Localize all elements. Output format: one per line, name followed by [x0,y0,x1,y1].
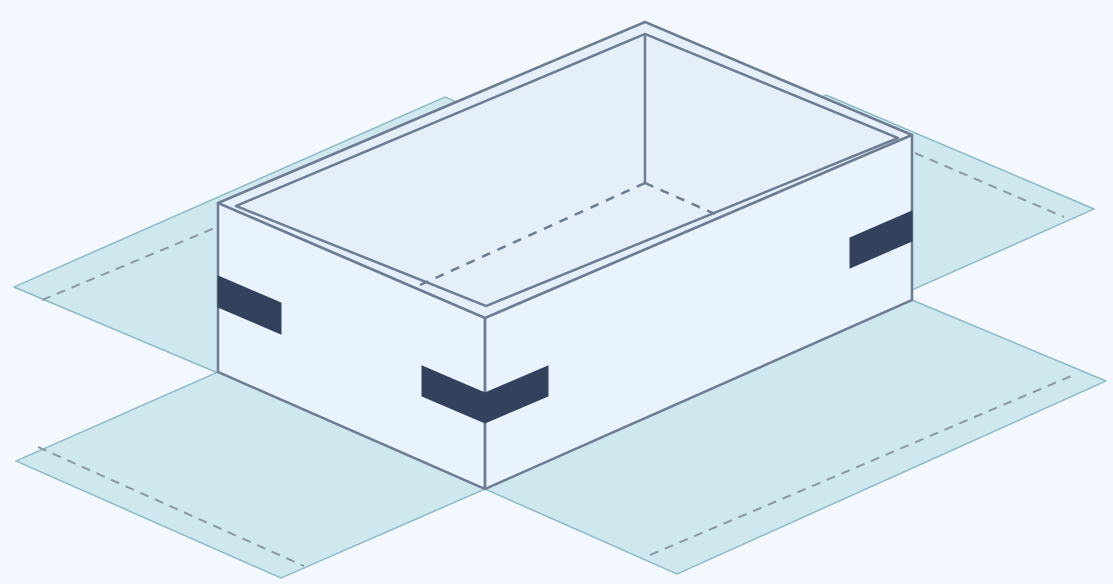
fold-line-back-left [41,224,223,301]
box-rim-outer [216,20,914,320]
tape-group [217,210,913,424]
box-group [216,20,914,491]
tape-strip-center-corner [421,365,549,424]
tape-strip-right [849,210,913,269]
box-inner-floor-left [419,181,646,287]
tape-strip-left [217,275,282,335]
box-inner-floor-right [644,181,716,216]
fold-line-front-left [37,446,305,567]
fold-line-front-right [649,373,1077,556]
box-rim-inner [234,32,900,308]
fold-line-back-right [914,152,1065,218]
fold-lines-group [37,152,1077,567]
